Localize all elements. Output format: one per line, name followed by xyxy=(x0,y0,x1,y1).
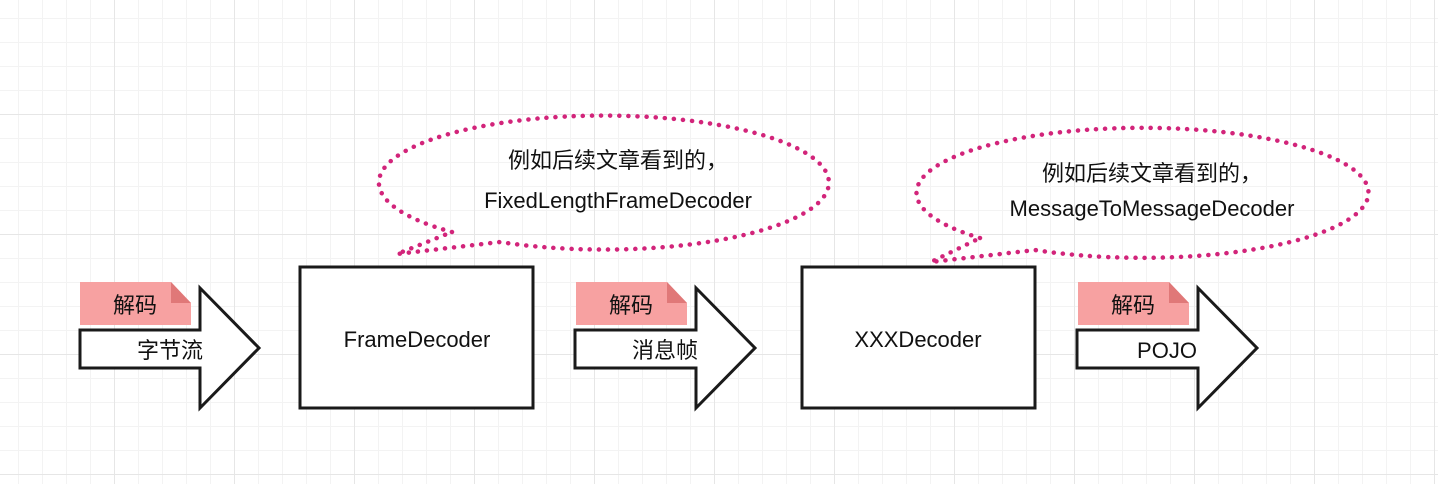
arrow-1: 解码 字节流 xyxy=(78,282,262,412)
bubble-2-line-1: 例如后续文章看到的， xyxy=(1042,161,1262,186)
bubble-1-line-2: FixedLengthFrameDecoder xyxy=(484,188,752,213)
arrow-1-tag-label: 解码 xyxy=(113,293,157,318)
frame-decoder-box-label: FrameDecoder xyxy=(344,327,491,352)
bubble-2-outline xyxy=(914,125,1371,265)
arrow-2-label: 消息帧 xyxy=(632,338,698,363)
arrow-3-label: POJO xyxy=(1137,338,1197,363)
arrow-3-tag-fold xyxy=(1169,282,1189,303)
arrow-3-tag xyxy=(1078,282,1189,325)
arrow-2-tag-fold xyxy=(667,282,687,303)
arrow-2-tag xyxy=(576,282,687,325)
arrow-3-tag-label: 解码 xyxy=(1111,293,1155,318)
arrow-1-tag-fold xyxy=(171,282,191,303)
bubble-1-outline xyxy=(376,113,832,257)
frame-decoder-box-rect xyxy=(298,265,535,410)
frame-decoder-box: FrameDecoder xyxy=(298,265,535,410)
arrow-2-shape xyxy=(573,284,758,412)
xxx-decoder-box-rect xyxy=(800,265,1037,410)
arrow-3: 解码 POJO xyxy=(1075,282,1260,412)
arrow-2-tag-label: 解码 xyxy=(609,293,653,318)
comment-bubble-2: 例如后续文章看到的， MessageToMessageDecoder xyxy=(914,125,1371,265)
arrow-1-tag xyxy=(80,282,191,325)
arrow-3-shape xyxy=(1075,284,1260,412)
xxx-decoder-box-label: XXXDecoder xyxy=(854,327,981,352)
arrow-2: 解码 消息帧 xyxy=(573,282,758,412)
comment-bubble-1: 例如后续文章看到的， FixedLengthFrameDecoder xyxy=(376,113,832,257)
arrow-1-label: 字节流 xyxy=(137,338,203,363)
bubble-1-line-1: 例如后续文章看到的， xyxy=(508,148,728,173)
xxx-decoder-box: XXXDecoder xyxy=(800,265,1037,410)
bubble-2-line-2: MessageToMessageDecoder xyxy=(1010,196,1295,221)
arrow-1-shape xyxy=(78,284,262,412)
